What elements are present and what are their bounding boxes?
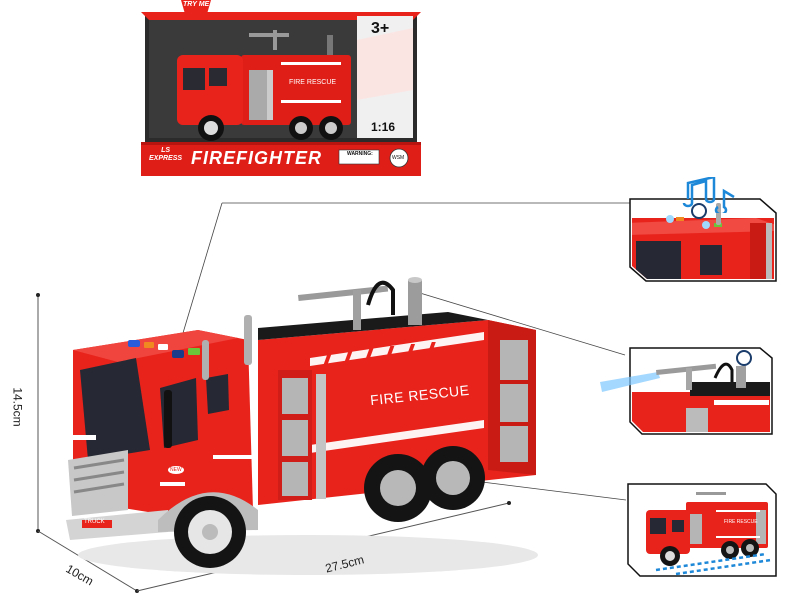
feature-callout-lights-sound	[626, 163, 800, 283]
touch-icon-spray	[736, 350, 752, 366]
maker-logo: WSM	[392, 155, 405, 161]
mini-truck-label: FIRE RESCUE	[724, 519, 758, 525]
brand-top: LS	[161, 147, 171, 154]
brand-logo: LS EXPRESS	[149, 147, 182, 163]
truck-plate: TRUCK	[84, 519, 105, 525]
age-label: 3+	[371, 20, 390, 37]
box-truck-label: FIRE RESCUE	[289, 79, 337, 86]
motion-lines-icon	[655, 552, 772, 576]
scale-label: 1:16	[371, 120, 396, 134]
try-me-label: TRY ME	[183, 1, 210, 8]
product-title: FIREFIGHTER	[191, 148, 322, 168]
music-note-icon	[682, 177, 716, 208]
music-note-icon-2	[714, 188, 735, 213]
main-truck-image: FIRE RESCUE NEW TRUCK	[48, 270, 548, 600]
touch-icon	[691, 203, 707, 219]
feature-callout-water-spray	[600, 330, 800, 440]
new-badge: NEW	[168, 466, 184, 474]
package-box: TRY ME 3+ 1:16 FIRE RESCUE LS EXPRESS FI…	[141, 0, 421, 180]
feature-callout-friction-drive: FIRE RESCUE	[626, 480, 800, 580]
warning-label: WARNING:	[347, 151, 373, 157]
brand-bottom: EXPRESS	[149, 155, 183, 162]
height-dimension: 14.5cm	[10, 387, 25, 427]
